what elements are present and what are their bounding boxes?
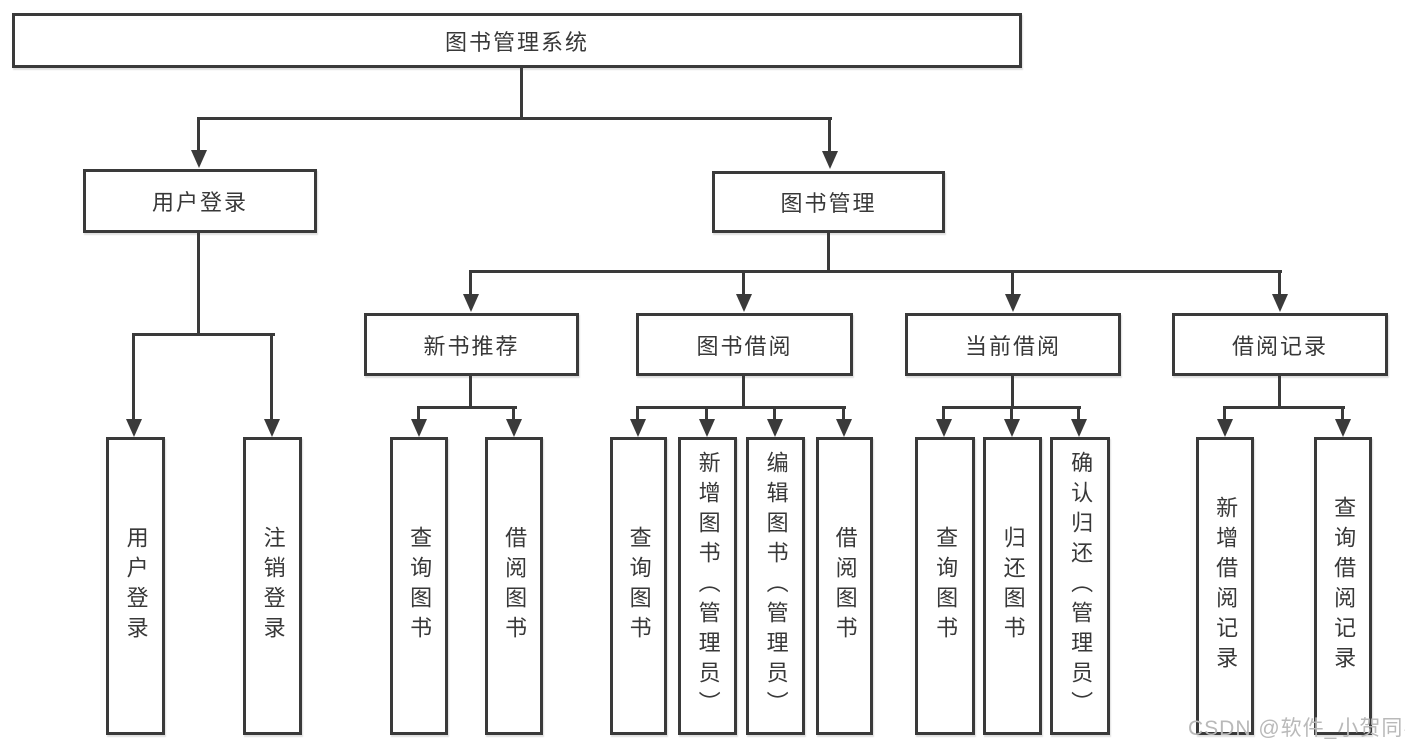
connector-line bbox=[469, 374, 472, 408]
node-book-borrowing: 图书借阅 bbox=[636, 313, 853, 376]
connector-line bbox=[417, 406, 420, 422]
arrow-down-icon bbox=[1005, 294, 1021, 312]
node-root: 图书管理系统 bbox=[12, 13, 1022, 68]
connector-line bbox=[1278, 270, 1281, 297]
leaf-edit-books-admin: 编辑图书（管理员） bbox=[746, 437, 805, 735]
connector-line bbox=[773, 406, 776, 422]
connector-line bbox=[636, 406, 846, 409]
connector-line bbox=[198, 117, 832, 120]
arrow-down-icon bbox=[126, 419, 142, 437]
arrow-down-icon bbox=[191, 150, 207, 168]
node-new-book-recommend: 新书推荐 bbox=[364, 313, 579, 376]
connector-line bbox=[1077, 406, 1080, 422]
leaf-user-login: 用户登录 bbox=[106, 437, 165, 735]
connector-line bbox=[270, 333, 273, 421]
connector-line bbox=[132, 333, 135, 421]
leaf-query-borrow-record-label: 查询借阅记录 bbox=[1331, 496, 1357, 676]
arrow-down-icon bbox=[1004, 419, 1020, 437]
arrow-down-icon bbox=[699, 419, 715, 437]
connector-line bbox=[197, 231, 200, 335]
connector-line bbox=[520, 66, 523, 120]
leaf-confirm-return-admin-label: 确认归还（管理员） bbox=[1068, 451, 1094, 721]
leaf-return-books-label: 归还图书 bbox=[1000, 526, 1026, 646]
leaf-borrow-books-label: 借阅图书 bbox=[832, 526, 858, 646]
connector-line bbox=[636, 406, 639, 422]
leaf-add-books-admin: 新增图书（管理员） bbox=[678, 437, 737, 735]
node-current-borrowing: 当前借阅 bbox=[905, 313, 1121, 376]
connector-line bbox=[469, 270, 1282, 273]
connector-line bbox=[1011, 270, 1014, 297]
arrow-down-icon bbox=[936, 419, 952, 437]
leaf-add-borrow-record: 新增借阅记录 bbox=[1196, 437, 1254, 735]
leaf-query-books-current: 查询图书 bbox=[915, 437, 975, 735]
arrow-down-icon bbox=[1217, 419, 1233, 437]
csdn-watermark: CSDN @软件_小贺同学 bbox=[1188, 717, 1405, 740]
arrow-down-icon bbox=[767, 419, 783, 437]
connector-line bbox=[1223, 406, 1345, 409]
arrow-down-icon bbox=[822, 151, 838, 169]
leaf-query-books-recommend-label: 查询图书 bbox=[407, 526, 433, 646]
node-book-management-label: 图书管理 bbox=[780, 191, 877, 216]
leaf-add-books-admin-label: 新增图书（管理员） bbox=[695, 451, 721, 721]
node-user-login: 用户登录 bbox=[83, 169, 317, 233]
connector-line bbox=[197, 117, 200, 152]
node-root-label: 图书管理系统 bbox=[444, 29, 589, 55]
leaf-confirm-return-admin: 确认归还（管理员） bbox=[1050, 437, 1110, 735]
node-book-borrowing-label: 图书借阅 bbox=[696, 333, 793, 359]
leaf-query-books-borrowing-label: 查询图书 bbox=[626, 526, 652, 646]
leaf-logout: 注销登录 bbox=[243, 437, 302, 735]
connector-line bbox=[828, 117, 831, 152]
connector-line bbox=[133, 333, 275, 336]
arrow-down-icon bbox=[1272, 294, 1288, 312]
arrow-down-icon bbox=[736, 294, 752, 312]
leaf-return-books: 归还图书 bbox=[983, 437, 1042, 735]
leaf-borrow-books-recommend-label: 借阅图书 bbox=[502, 526, 528, 646]
leaf-query-books-borrowing: 查询图书 bbox=[610, 437, 667, 735]
arrow-down-icon bbox=[1335, 419, 1351, 437]
arrow-down-icon bbox=[264, 419, 280, 437]
arrow-down-icon bbox=[630, 419, 646, 437]
leaf-edit-books-admin-label: 编辑图书（管理员） bbox=[763, 451, 789, 721]
node-new-book-recommend-label: 新书推荐 bbox=[423, 333, 520, 359]
connector-line bbox=[1010, 406, 1013, 422]
node-borrowing-records: 借阅记录 bbox=[1172, 313, 1388, 376]
connector-line bbox=[705, 406, 708, 422]
connector-line bbox=[1011, 374, 1014, 408]
connector-line bbox=[512, 406, 515, 422]
connector-line bbox=[1341, 406, 1344, 422]
arrow-down-icon bbox=[1071, 419, 1087, 437]
leaf-query-books-recommend: 查询图书 bbox=[390, 437, 448, 735]
arrow-down-icon bbox=[506, 419, 522, 437]
node-book-management: 图书管理 bbox=[712, 171, 945, 233]
node-borrowing-records-label: 借阅记录 bbox=[1231, 333, 1328, 359]
leaf-add-borrow-record-label: 新增借阅记录 bbox=[1213, 496, 1239, 676]
leaf-logout-label: 注销登录 bbox=[260, 526, 286, 646]
node-current-borrowing-label: 当前借阅 bbox=[964, 333, 1061, 359]
connector-line bbox=[827, 231, 830, 272]
arrow-down-icon bbox=[836, 419, 852, 437]
connector-line bbox=[1223, 406, 1226, 422]
leaf-query-books-current-label: 查询图书 bbox=[933, 526, 959, 646]
leaf-user-login-label: 用户登录 bbox=[123, 526, 149, 646]
leaf-borrow-books-recommend: 借阅图书 bbox=[485, 437, 543, 735]
leaf-borrow-books: 借阅图书 bbox=[816, 437, 873, 735]
connector-line bbox=[469, 270, 472, 297]
connector-line bbox=[742, 374, 745, 408]
node-user-login-label: 用户登录 bbox=[151, 190, 248, 215]
connector-line bbox=[842, 406, 845, 422]
connector-line bbox=[417, 406, 517, 409]
leaf-query-borrow-record: 查询借阅记录 bbox=[1314, 437, 1372, 735]
connector-line bbox=[942, 406, 945, 422]
arrow-down-icon bbox=[411, 419, 427, 437]
arrow-down-icon bbox=[463, 294, 479, 312]
connector-line bbox=[1278, 374, 1281, 408]
connector-line bbox=[742, 270, 745, 297]
